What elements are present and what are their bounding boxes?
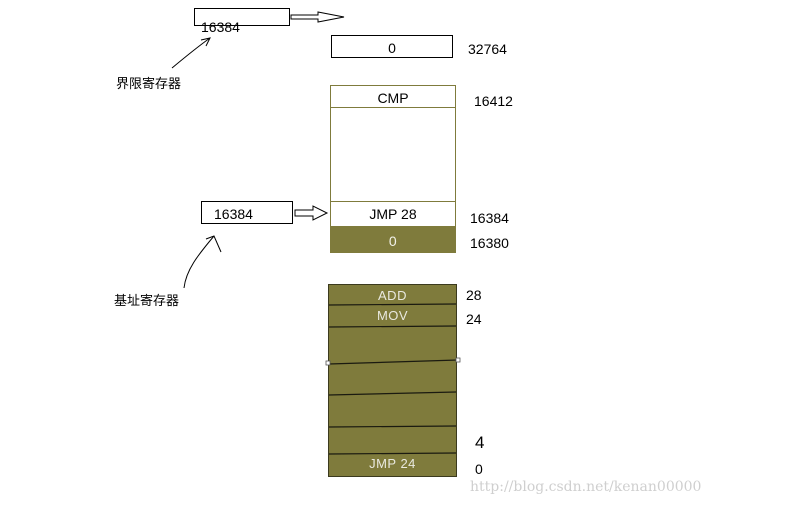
handle-right-icon [455, 357, 461, 363]
address-label-0: 0 [475, 461, 483, 477]
memory-cell-cmp-text: CMP [377, 90, 409, 106]
base-register-value: 16384 [214, 206, 253, 222]
base-pointer-icon [183, 235, 222, 289]
address-label-24: 24 [466, 311, 482, 327]
memory-cell-jmp28-text: JMP 28 [369, 206, 417, 222]
memory-cell-jmp28: JMP 28 [331, 201, 455, 226]
address-label-16384: 16384 [470, 210, 509, 226]
address-label-16380: 16380 [470, 235, 509, 251]
limit-pointer-icon [171, 37, 211, 69]
address-label-4: 4 [475, 433, 485, 452]
base-register-box: 16384 [201, 201, 293, 224]
memory-cell-jmp24-text: JMP 24 [369, 456, 416, 471]
memory-cell-zero-olive: 0 [330, 226, 456, 253]
memory-cell-cmp: CMP [331, 86, 455, 108]
program-block-lower: ADD MOV JMP 24 [328, 284, 457, 477]
memory-cell-mov-text: MOV [376, 308, 409, 323]
base-register-label: 基址寄存器 [114, 294, 180, 309]
memory-cell-add-text: ADD [378, 288, 407, 303]
address-label-16412: 16412 [474, 93, 513, 109]
limit-arrow-icon [290, 11, 345, 23]
memory-cell-top-text: 0 [388, 40, 396, 56]
memory-cell-top: 0 [331, 35, 453, 58]
program-block-upper: CMP JMP 28 0 [330, 85, 456, 253]
address-label-28: 28 [466, 287, 482, 303]
limit-register-label: 界限寄存器 [116, 77, 182, 92]
limit-register-box: 16384 [194, 8, 290, 34]
memory-cell-zero-text: 0 [388, 233, 398, 249]
address-label-top: 32764 [468, 41, 507, 57]
handle-left-icon [325, 360, 331, 366]
base-arrow-icon [294, 205, 329, 221]
limit-register-value: 16384 [201, 19, 240, 35]
watermark: http://blog.csdn.net/kenan00000 [470, 479, 702, 495]
lower-block-dividers [328, 303, 459, 455]
